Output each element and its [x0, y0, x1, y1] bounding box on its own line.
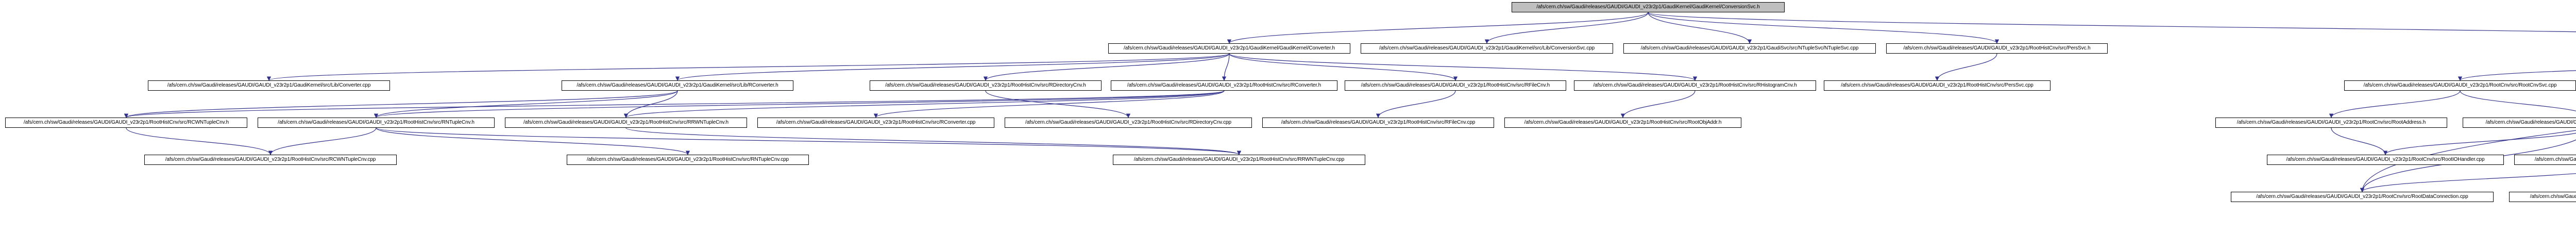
graph-node[interactable]: /afs/cern.ch/sw/Gaudi/releases/GAUDI/GAU…	[5, 118, 247, 128]
graph-node[interactable]: /afs/cern.ch/sw/Gaudi/releases/GAUDI/GAU…	[1886, 43, 2108, 54]
graph-edge	[268, 127, 377, 155]
graph-node[interactable]: /afs/cern.ch/sw/Gaudi/releases/GAUDI/GAU…	[258, 118, 495, 128]
graph-node[interactable]: /afs/cern.ch/sw/Gaudi/releases/GAUDI/GAU…	[1361, 43, 1613, 54]
graph-node[interactable]: /afs/cern.ch/sw/Gaudi/releases/GAUDI/GAU…	[1824, 80, 2050, 91]
graph-node[interactable]: /afs/cern.ch/sw/Gaudi/releases/GAUDI/GAU…	[505, 118, 747, 128]
graph-edge	[2331, 127, 2388, 155]
graph-edge	[2360, 173, 2576, 192]
graph-node[interactable]: /afs/cern.ch/sw/Gaudi/releases/GAUDI/GAU…	[757, 118, 994, 128]
graph-edge	[1648, 12, 1999, 44]
graph-node[interactable]: /afs/cern.ch/sw/Gaudi/releases/GAUDI/GAU…	[1623, 43, 1876, 54]
graph-edge	[124, 90, 678, 118]
graph-node[interactable]: /afs/cern.ch/sw/Gaudi/releases/GAUDI/GAU…	[562, 80, 793, 91]
graph-edge	[873, 90, 1225, 118]
graph-node[interactable]: /afs/cern.ch/sw/Gaudi/releases/GAUDI/GAU…	[1504, 118, 1741, 128]
graph-edge	[374, 90, 678, 118]
graph-node[interactable]: /afs/cern.ch/sw/Gaudi/releases/GAUDI/GAU…	[2215, 118, 2447, 128]
graph-node[interactable]: /afs/cern.ch/sw/Gaudi/releases/GAUDI/GAU…	[1111, 80, 1337, 91]
graph-edge	[1935, 53, 1997, 81]
graph-node[interactable]: /afs/cern.ch/sw/Gaudi/releases/GAUDI/GAU…	[567, 155, 809, 165]
graph-edge	[126, 127, 273, 155]
graph-edge	[624, 90, 1225, 118]
graph-edge	[2329, 90, 2461, 118]
graph-edge	[2458, 70, 2576, 81]
graph-edge	[1648, 12, 1752, 44]
graph-node[interactable]: /afs/cern.ch/sw/Gaudi/releases/GAUDI/GAU…	[148, 80, 390, 91]
graph-node[interactable]: /afs/cern.ch/sw/Gaudi/releases/GAUDI/GAU…	[1108, 43, 1350, 54]
graph-node[interactable]: /afs/cern.ch/sw/Gaudi/releases/GAUDI/GAU…	[2514, 155, 2576, 165]
graph-node[interactable]: /afs/cern.ch/sw/Gaudi/releases/GAUDI/GAU…	[1005, 118, 1252, 128]
graph-edge	[983, 53, 1230, 81]
graph-edge	[1620, 90, 1696, 118]
graph-edge	[1376, 90, 1456, 118]
graph-edge	[1229, 53, 1458, 81]
graph-node[interactable]: /afs/cern.ch/sw/Gaudi/releases/GAUDI/GAU…	[2509, 192, 2576, 202]
graph-edge	[675, 53, 1230, 81]
graph-node[interactable]: /afs/cern.ch/sw/Gaudi/releases/GAUDI/GAU…	[2231, 192, 2494, 202]
graph-node[interactable]: /afs/cern.ch/sw/Gaudi/releases/GAUDI/GAU…	[144, 155, 397, 165]
graph-node[interactable]: /afs/cern.ch/sw/Gaudi/releases/GAUDI/GAU…	[2344, 80, 2576, 91]
graph-edge	[1227, 12, 1649, 44]
graph-edge	[376, 127, 690, 155]
graph-edge	[267, 53, 1230, 81]
graph-edge	[985, 90, 1131, 118]
graph-node[interactable]: /afs/cern.ch/sw/Gaudi/releases/GAUDI/GAU…	[1262, 118, 1494, 128]
graph-node[interactable]: /afs/cern.ch/sw/Gaudi/releases/GAUDI/GAU…	[1113, 155, 1365, 165]
graph-node[interactable]: /afs/cern.ch/sw/Gaudi/releases/GAUDI/GAU…	[1345, 80, 1566, 91]
graph-edge	[124, 90, 1225, 118]
graph-edge	[1229, 53, 1697, 81]
graph-node-root[interactable]: /afs/cern.ch/sw/Gaudi/releases/GAUDI/GAU…	[1512, 2, 1785, 12]
graph-edge	[2460, 90, 2576, 112]
graph-node[interactable]: /afs/cern.ch/sw/Gaudi/releases/GAUDI/GAU…	[2267, 155, 2504, 165]
graph-edge	[625, 127, 1241, 155]
graph-node[interactable]: /afs/cern.ch/sw/Gaudi/releases/GAUDI/GAU…	[2463, 118, 2576, 128]
graph-edge	[1648, 12, 2576, 32]
graph-edge	[623, 90, 678, 118]
graph-edge	[1222, 53, 1230, 81]
graph-edge	[1484, 12, 1649, 44]
graph-node[interactable]: /afs/cern.ch/sw/Gaudi/releases/GAUDI/GAU…	[870, 80, 1101, 91]
graph-node[interactable]: /afs/cern.ch/sw/Gaudi/releases/GAUDI/GAU…	[1574, 80, 1816, 91]
graph-edge	[376, 127, 1241, 155]
graph-edge	[374, 90, 1225, 118]
graph-edge	[2383, 132, 2576, 155]
